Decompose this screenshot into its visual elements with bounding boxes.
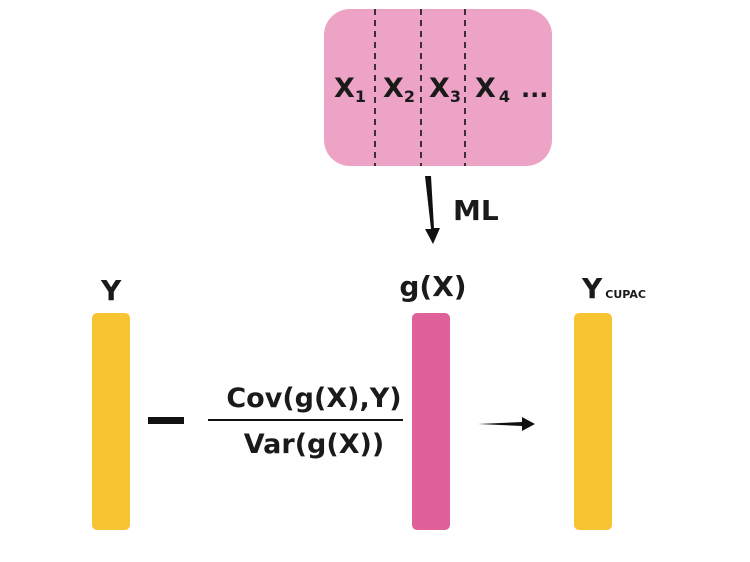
y-label: Y bbox=[100, 274, 122, 307]
feature-x1: X1 bbox=[334, 73, 366, 106]
ml-label: ML bbox=[453, 194, 499, 227]
formula-denominator: Var(g(X)) bbox=[244, 429, 384, 460]
feature-x2: X2 bbox=[383, 73, 415, 106]
gx-bar bbox=[412, 313, 450, 530]
gx-label: g(X) bbox=[399, 270, 466, 303]
feature-box bbox=[324, 9, 552, 166]
minus-sign bbox=[148, 417, 184, 424]
feature-x3: X3 bbox=[429, 73, 461, 106]
ml-arrow-icon bbox=[425, 176, 440, 244]
result-arrow-icon bbox=[478, 417, 535, 431]
formula-numerator: Cov(g(X),Y) bbox=[226, 383, 401, 414]
feature-ellipsis: ... bbox=[521, 75, 548, 103]
ycupac-bar bbox=[574, 313, 612, 530]
y-bar bbox=[92, 313, 130, 530]
